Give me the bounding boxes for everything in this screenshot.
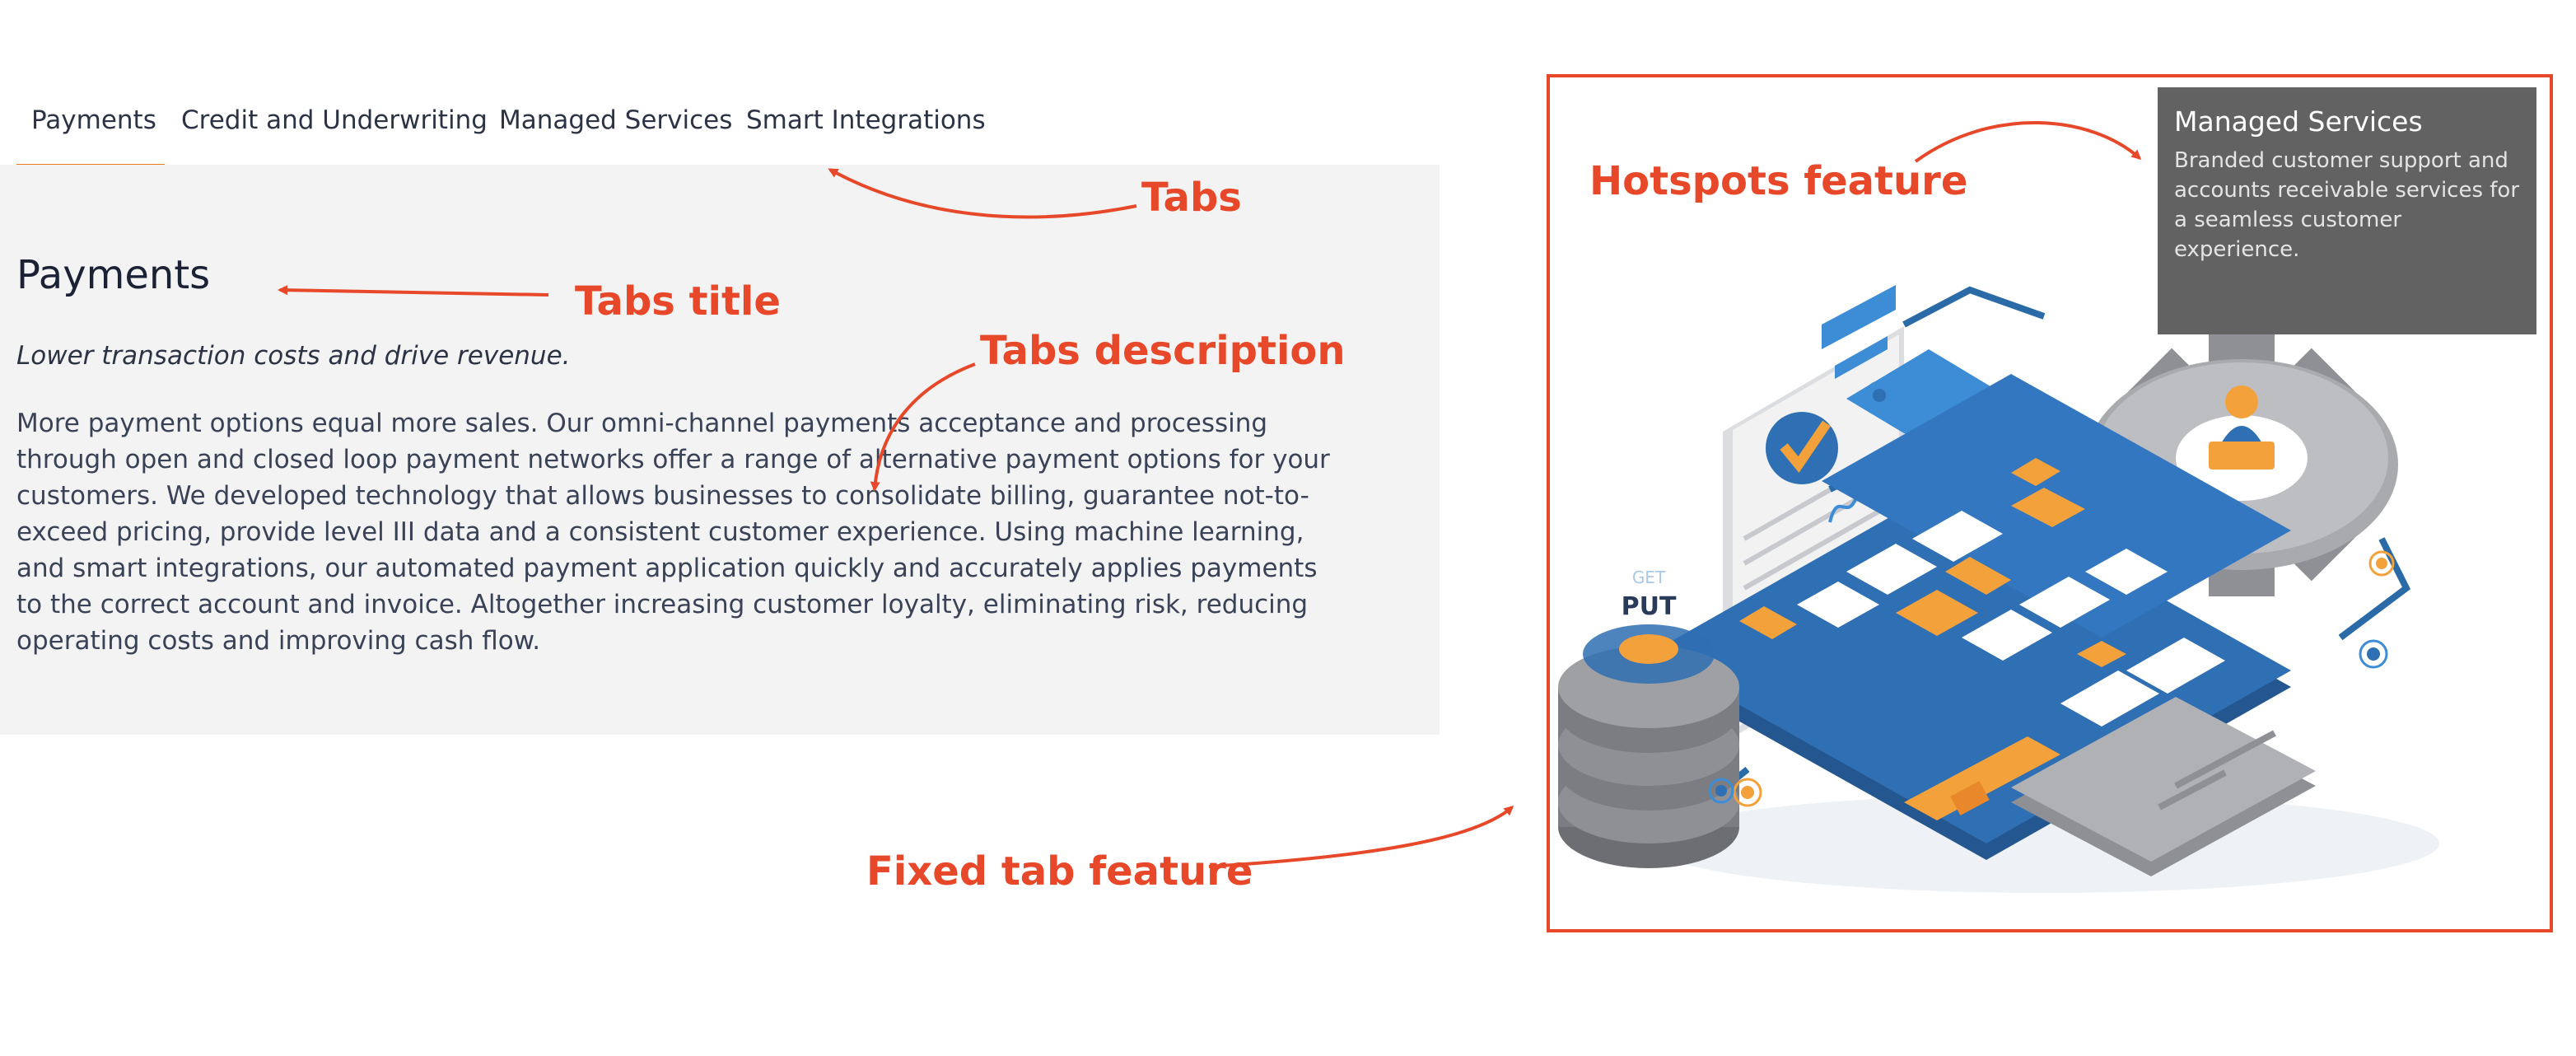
tabs-title-arrow [278, 285, 549, 297]
tab-panel-subtitle: Lower transaction costs and drive revenu… [16, 341, 571, 371]
database-icon: GET PUT [1558, 568, 1739, 868]
tabs-description-arrow [870, 362, 976, 492]
hotspots-arrow [1914, 121, 2142, 163]
tab-managed-services[interactable]: Managed Services [499, 105, 733, 135]
fixed-tab-feature-frame [1547, 74, 2553, 932]
hotspot-tooltip-title: Managed Services [2174, 105, 2423, 138]
callout-hotspots-feature: Hotspots feature [1589, 158, 1968, 204]
get-label: GET [1632, 568, 1666, 587]
fixed-tab-arrow [1208, 806, 1514, 868]
hotspot-markers [1708, 381, 2395, 807]
hotspot-icon[interactable] [1708, 778, 1734, 804]
tab-panel: Payments Lower transaction costs and dri… [0, 165, 1440, 735]
tab-smart-integrations[interactable]: Smart Integrations [746, 105, 986, 135]
callout-tabs-description: Tabs description [980, 328, 1346, 374]
hotspot-icon[interactable] [2359, 639, 2388, 669]
hotspot-tooltip-text: Branded customer support and accounts re… [2174, 148, 2520, 262]
hotspot-icon[interactable] [1864, 381, 1894, 410]
callout-fixed-tab-feature: Fixed tab feature [866, 848, 1253, 895]
callout-tabs: Tabs [1141, 175, 1242, 221]
tab-bar: Payments Credit and Underwriting Managed… [0, 79, 1440, 167]
tab-payments[interactable]: Payments [31, 105, 156, 135]
hotspot-icon[interactable] [2368, 550, 2395, 577]
credit-card-illustration [1904, 697, 2316, 876]
hotspot-tooltip: Managed Services Branded customer suppor… [2158, 87, 2536, 334]
tabs-arrow [828, 168, 1137, 219]
tab-panel-title: Payments [16, 252, 211, 298]
put-label: PUT [1622, 592, 1677, 621]
hotspot-icon[interactable] [1733, 778, 1762, 807]
callout-tabs-title: Tabs title [575, 278, 781, 325]
payments-illustration: GET PUT [1558, 285, 2439, 893]
tab-credit-and-underwriting[interactable]: Credit and Underwriting [181, 105, 488, 135]
tab-panel-description: More payment options equal more sales. O… [16, 409, 1330, 656]
